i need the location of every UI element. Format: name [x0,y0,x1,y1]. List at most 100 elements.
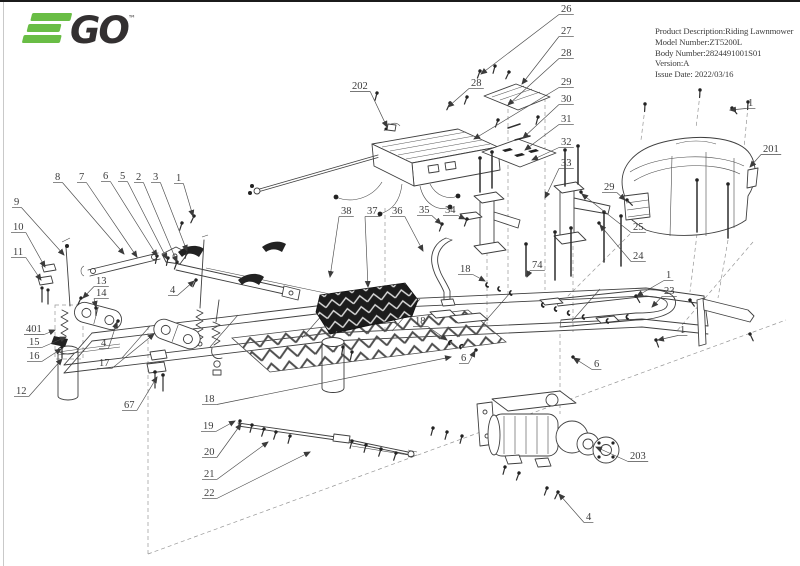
callout-22: 22 [202,451,311,499]
product-description: Product Description:Riding Lawnmower [655,26,794,36]
svg-text:34: 34 [445,205,456,216]
callout-19: 19 [201,420,236,432]
logo-trademark: ™ [128,14,136,23]
svg-text:18: 18 [204,394,215,405]
svg-text:18: 18 [415,316,426,327]
svg-text:4: 4 [170,285,176,296]
svg-text:203: 203 [630,451,646,462]
svg-text:74: 74 [532,260,543,271]
callout-12: 12 [14,358,63,397]
svg-text:30: 30 [561,94,572,105]
svg-text:33: 33 [561,158,572,169]
callout-29: 29 [473,77,574,140]
svg-text:18: 18 [460,264,471,275]
svg-text:19: 19 [203,421,214,432]
svg-text:1: 1 [176,173,181,184]
cover-plate-stack-drawing [481,83,557,168]
callout-67: 67 [122,376,158,411]
battery-pack-drawing [621,136,759,237]
callout-26: 26 [480,4,574,75]
svg-text:13: 13 [96,276,107,287]
svg-text:1: 1 [748,98,753,109]
svg-text:8: 8 [55,172,60,183]
callout-4: 4 [168,280,195,296]
callout-18: 18 [413,316,448,341]
callout-4: 4 [558,493,594,523]
callout-38: 38 [327,206,354,278]
callout-16: 16 [27,348,62,362]
callout-34: 34 [443,205,466,220]
svg-text:26: 26 [561,4,572,15]
model-number: Model Number:ZT5200L [655,36,743,47]
callout-32: 32 [531,137,574,161]
callout-2: 2 [134,172,178,263]
callout-37: 37 [364,206,380,288]
issue-date: Issue Date: 2022/03/16 [655,69,734,80]
logo-e-bars [22,13,72,43]
svg-text:28: 28 [471,78,482,89]
callout-6: 6 [573,357,602,370]
callout-18: 18 [458,264,486,282]
callout-7: 7 [77,172,138,258]
svg-text:6: 6 [594,359,599,370]
screws-group [75,63,756,501]
foot-platform-drawing [315,282,419,335]
callout-36: 36 [390,206,424,252]
transaxle-drawing [476,390,620,468]
rear-hoop-drawing [555,289,676,328]
callout-1: 1 [657,325,688,342]
top-border-line [0,0,800,2]
callout-3: 3 [151,172,188,252]
callout-4: 4 [99,321,119,349]
callout-14: 14 [91,288,109,308]
callout-203: 203 [595,446,649,462]
svg-text:202: 202 [352,81,368,92]
svg-text:22: 22 [204,488,215,499]
svg-text:10: 10 [13,222,24,233]
tie-rod-drawing [237,422,418,458]
callout-21: 21 [202,441,269,480]
chassis-frame-drawing [57,287,709,401]
callout-1: 1 [174,173,195,217]
callout-35: 35 [417,205,442,225]
bolts-group [478,144,730,281]
svg-text:4: 4 [586,512,592,523]
controller-tray-drawing [248,122,501,217]
callout-1: 1 [636,270,674,297]
ego-logo: GO ™ [22,9,136,52]
callout-31: 31 [524,114,574,151]
svg-text:2: 2 [136,172,141,183]
svg-text:24: 24 [633,251,644,262]
svg-text:28: 28 [561,48,572,59]
svg-text:3: 3 [153,172,158,183]
svg-text:29: 29 [561,77,572,88]
svg-text:36: 36 [392,206,403,217]
svg-text:14: 14 [96,288,107,299]
svg-text:29: 29 [604,182,615,193]
callout-11: 11 [11,247,42,281]
callout-15: 15 [27,336,67,348]
support-tube-drawing [431,237,456,307]
callout-202: 202 [350,81,388,128]
logo-go-text: GO [70,9,129,52]
callout-6: 6 [101,171,158,257]
svg-text:17: 17 [99,358,110,369]
callout-33: 33 [544,158,574,199]
svg-text:201: 201 [763,144,779,155]
svg-text:21: 21 [204,469,215,480]
callout-9: 9 [12,197,65,256]
callout-24: 24 [599,224,646,262]
svg-text:5: 5 [120,171,125,182]
callout-18: 18 [202,355,452,405]
svg-text:6: 6 [461,353,466,364]
svg-text:38: 38 [341,206,352,217]
version: Version:A [655,58,690,69]
callout-20: 20 [202,423,242,458]
svg-text:31: 31 [561,114,572,125]
product-info-block: Product Description:Riding Lawnmower Mod… [655,26,797,80]
svg-text:20: 20 [204,447,215,458]
svg-text:4: 4 [101,338,107,349]
callout-23: 23 [651,286,677,308]
callout-5: 5 [118,171,168,260]
